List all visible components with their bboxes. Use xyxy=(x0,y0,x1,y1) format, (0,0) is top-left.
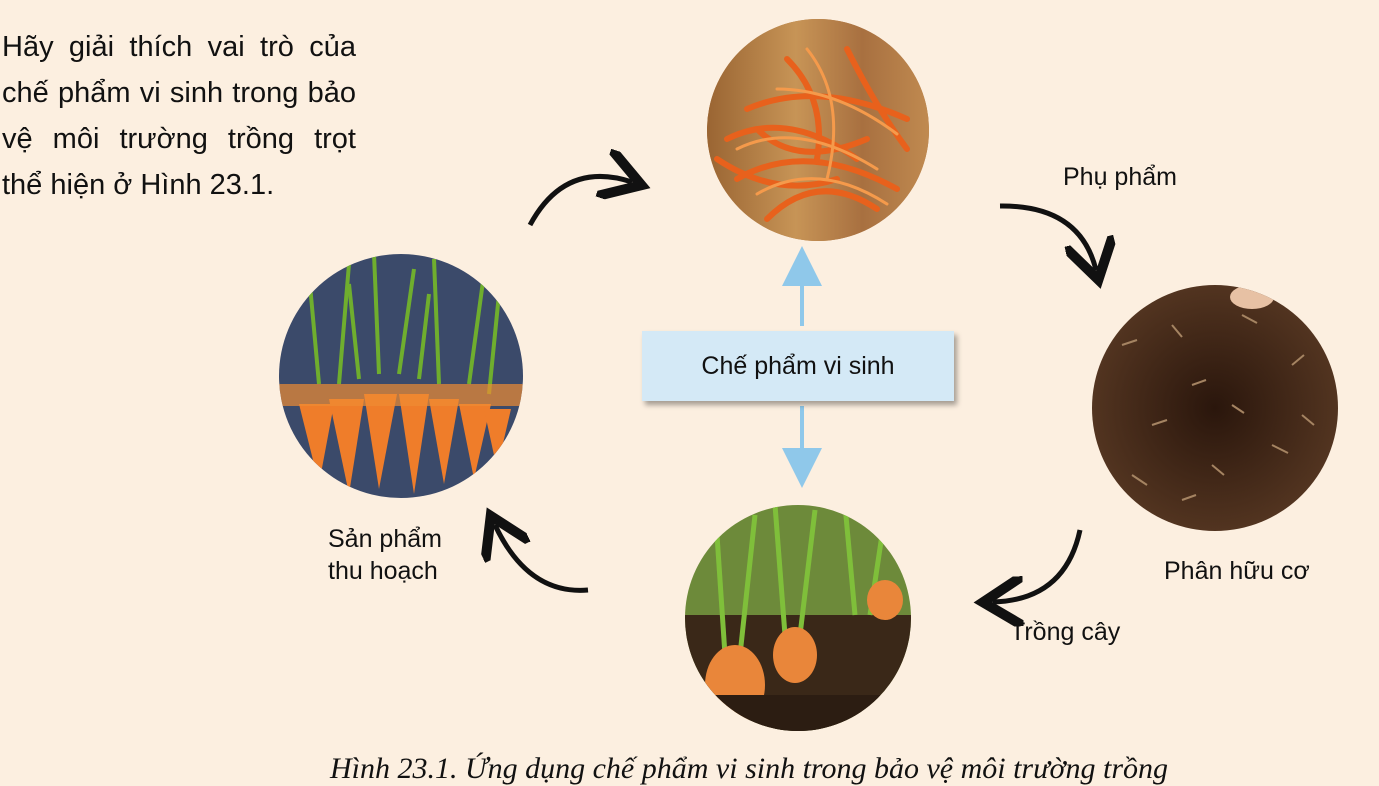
label-byproduct: Phụ phẩm xyxy=(1063,163,1177,191)
compost-soil-photo xyxy=(1092,285,1338,531)
arrow-compost-to-planting xyxy=(993,529,1083,602)
arrow-harvest-to-byproduct xyxy=(527,176,632,227)
label-planting: Trồng cây xyxy=(1010,618,1121,646)
figure-caption: Hình 23.1. Ứng dụng chế phẩm vi sinh tro… xyxy=(330,752,1168,785)
question-text: Hãy giải thích vai trò của chế phẩm vi s… xyxy=(2,31,356,201)
harvested-carrots-photo xyxy=(279,254,523,498)
label-compost: Phân hữu cơ xyxy=(1164,557,1310,585)
center-label: Chế phẩm vi sinh xyxy=(701,351,895,380)
arrow-planting-to-harvest xyxy=(495,525,589,593)
label-harvest: Sản phẩm thu hoạch xyxy=(328,525,442,585)
center-box-microbial-product: Chế phẩm vi sinh xyxy=(642,331,954,401)
carrot-peels-photo xyxy=(707,19,929,241)
arrow-byproduct-to-compost xyxy=(999,203,1096,270)
